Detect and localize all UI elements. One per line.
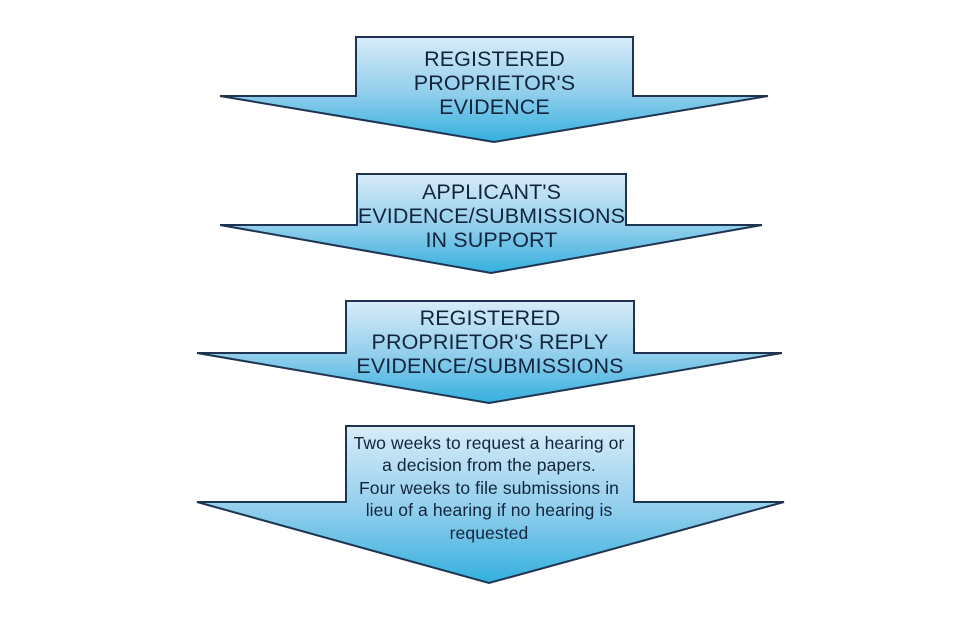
flow-step-label-registered-proprietors-reply-evidence-submissions: REGISTERED PROPRIETOR'S REPLY EVIDENCE/S… — [356, 306, 624, 379]
flow-step-label-hearing-request-deadlines: Two weeks to request a hearing or a deci… — [353, 433, 625, 543]
arrow-outline — [219, 36, 769, 144]
flow-step-label-registered-proprietors-evidence: REGISTERED PROPRIETOR'S EVIDENCE — [413, 47, 576, 120]
arrow-outline — [219, 173, 763, 275]
flow-step-label-applicants-evidence-submissions-in-support: APPLICANT'S EVIDENCE/SUBMISSIONS IN SUPP… — [357, 180, 626, 253]
arrow-outline — [196, 425, 785, 585]
arrow-outline — [196, 300, 783, 405]
